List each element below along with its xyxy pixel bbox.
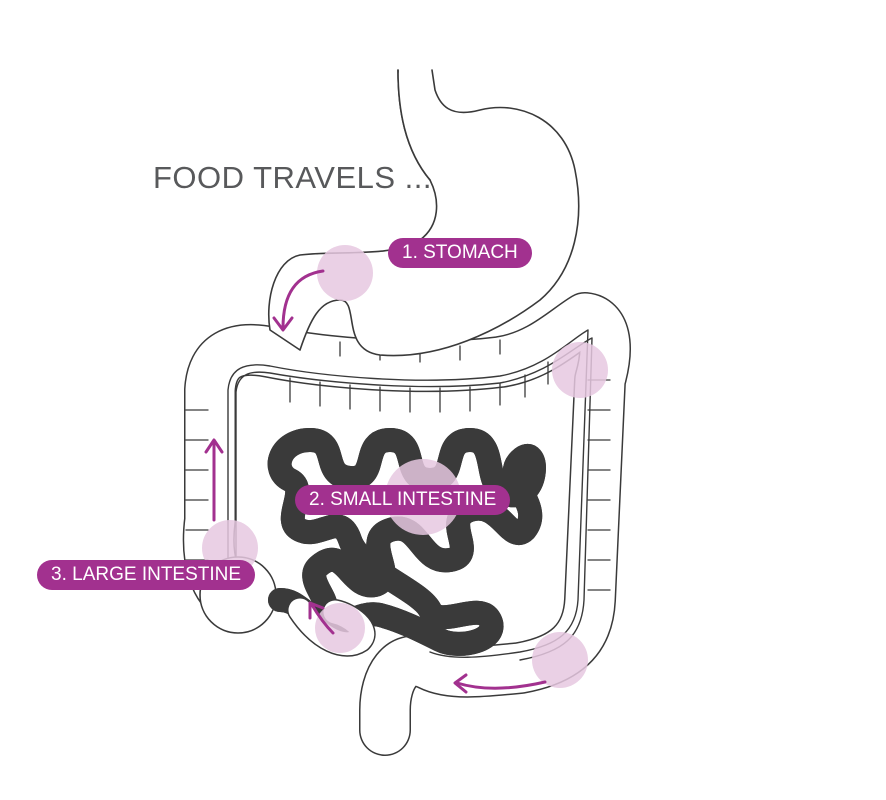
stomach-highlight [317, 245, 373, 301]
arrow-stomach-head [272, 316, 294, 332]
arrow-stomach [281, 269, 325, 330]
ileum-highlight [315, 603, 365, 653]
arrow-ileum [310, 603, 335, 635]
diagram-title: FOOD TRAVELS ... [153, 160, 433, 195]
label-large-intestine: 3. LARGE INTESTINE [37, 560, 256, 590]
large-intestine-drawing [182, 292, 631, 756]
label-stomach: 1. STOMACH [388, 238, 532, 268]
label-small-intestine: 2. SMALL INTESTINE [295, 485, 511, 515]
arrow-sigmoid [455, 680, 547, 690]
stomach-drawing [268, 69, 580, 357]
colon-highlight-bottom [532, 632, 588, 688]
colon-highlight-top-right [552, 342, 608, 398]
